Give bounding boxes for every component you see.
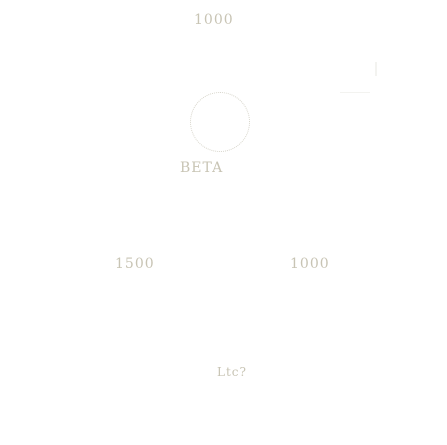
- faint-mark-horizontal: [340, 92, 370, 93]
- center-label: BETA: [180, 160, 224, 176]
- left-value-label: 1500: [115, 256, 155, 272]
- right-value-label: 1000: [290, 256, 330, 272]
- dotted-circle-icon: [190, 92, 250, 152]
- bottom-label: Ltc?: [217, 365, 247, 379]
- top-value-label: 1000: [194, 12, 234, 28]
- faint-mark-vertical: [375, 62, 377, 76]
